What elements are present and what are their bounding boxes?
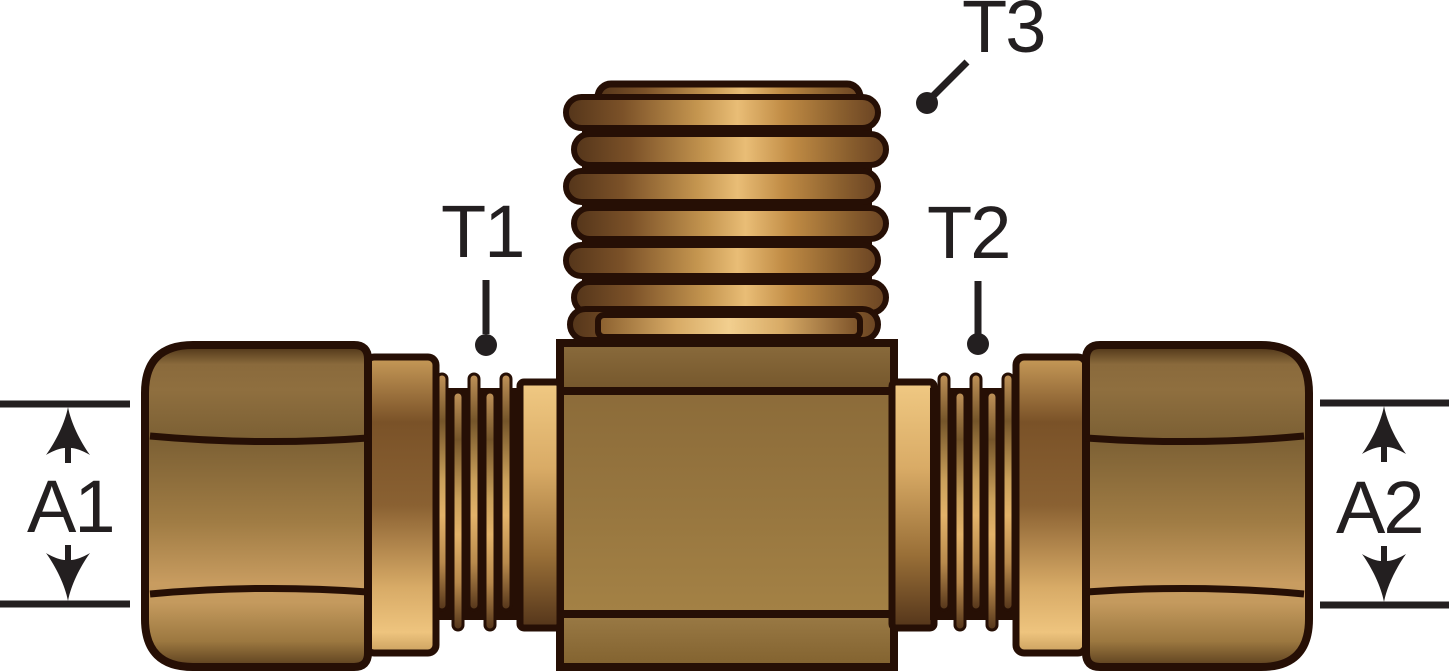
right-thread-ridge xyxy=(985,390,999,632)
branch-male-threads xyxy=(563,80,889,343)
label-t2: T2 xyxy=(927,191,1009,274)
label-t3: T3 xyxy=(962,0,1044,68)
left-hex-nut xyxy=(141,341,372,671)
thread-ridge xyxy=(571,205,889,242)
right-thread-ridge xyxy=(937,372,951,612)
t3-callout: T3 xyxy=(916,0,1046,114)
t3-leader-dot xyxy=(916,92,938,114)
right-nut-facet-line-bottom xyxy=(1085,584,1305,598)
thread-ridge xyxy=(563,94,881,131)
tee-body xyxy=(556,339,898,671)
label-a2: A2 xyxy=(1336,466,1423,549)
left-thread-ridge xyxy=(499,372,513,612)
a1-down-arrow-icon xyxy=(46,545,90,601)
t3-leader-line xyxy=(929,59,970,100)
a1-up-arrow-icon xyxy=(46,407,90,463)
a2-up-arrow-icon xyxy=(1362,406,1406,462)
right-thread-ridge xyxy=(953,390,967,632)
right-nut-facet-line-top xyxy=(1085,432,1305,446)
left-thread-ridge xyxy=(451,390,465,632)
right-thread-ridge xyxy=(969,372,983,612)
right-nut-collar xyxy=(1012,353,1090,657)
a2-down-arrow-icon xyxy=(1362,546,1406,602)
thread-ridge xyxy=(571,131,889,168)
left-nut-collar xyxy=(362,353,440,657)
t2-callout: T2 xyxy=(927,191,1011,355)
right-thread-ridge xyxy=(1001,372,1015,612)
body-bottom-chamfer xyxy=(560,614,894,667)
left-nut-facet-line-top xyxy=(149,432,369,446)
right-run xyxy=(888,341,1313,671)
left-thread-ridge xyxy=(483,390,497,632)
left-nut-facet-line-bottom xyxy=(149,584,369,598)
t1-leader-dot xyxy=(475,334,497,356)
left-ferrule-plate xyxy=(516,378,564,632)
left-run xyxy=(141,341,564,671)
branch-base-washer xyxy=(595,312,863,340)
label-a1: A1 xyxy=(27,465,114,548)
thread-ridge xyxy=(563,168,881,205)
body-top-chamfer xyxy=(560,343,894,391)
t1-callout: T1 xyxy=(441,190,525,356)
t2-leader-dot xyxy=(967,333,989,355)
a2-dimension: A2 xyxy=(1320,399,1449,609)
label-t1: T1 xyxy=(441,190,523,273)
thread-ridge xyxy=(563,242,881,279)
right-ferrule-plate xyxy=(888,378,938,632)
right-hex-nut xyxy=(1082,341,1313,671)
a1-dimension: A1 xyxy=(0,400,130,608)
left-thread-ridge xyxy=(467,372,481,612)
